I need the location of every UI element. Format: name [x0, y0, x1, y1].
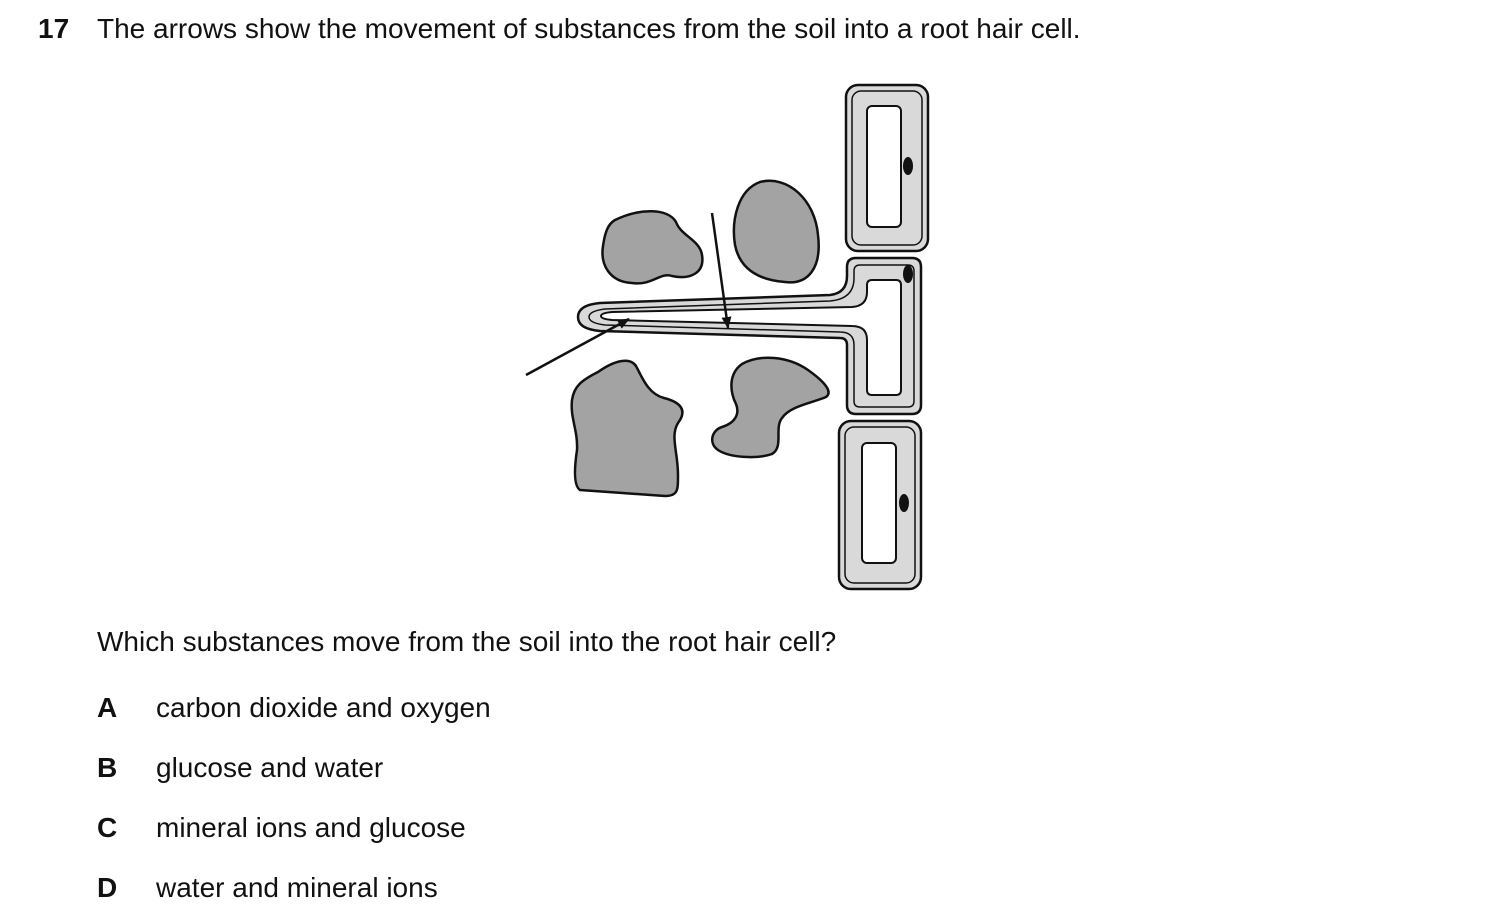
option-text: carbon dioxide and oxygen	[156, 692, 491, 723]
cell-membrane	[588, 264, 915, 408]
option-text: mineral ions and glucose	[156, 812, 466, 843]
soil-particle	[732, 179, 820, 284]
option-text: glucose and water	[156, 752, 384, 783]
nucleus	[899, 494, 909, 512]
vacuole	[861, 442, 897, 564]
root-hair-cell	[576, 256, 923, 416]
option-text: water and mineral ions	[156, 872, 438, 903]
soil-particle	[601, 210, 704, 285]
question-number: 17	[38, 13, 70, 44]
option-letter: C	[97, 812, 118, 843]
arrow	[525, 317, 630, 377]
option-letter: A	[97, 692, 118, 723]
arrow	[710, 212, 732, 329]
question-text: The arrows show the movement of substanc…	[97, 13, 1081, 44]
upper-root-cell	[844, 83, 930, 253]
soil-particle	[710, 356, 830, 459]
movement-arrows	[525, 212, 732, 377]
nucleus	[903, 157, 913, 175]
nucleus	[903, 265, 913, 283]
vacuole	[866, 105, 902, 228]
option-letter: D	[97, 872, 118, 903]
option-letter: B	[97, 752, 118, 783]
question-prompt: Which substances move from the soil into…	[97, 626, 837, 657]
root-hair-cell-wall	[576, 256, 923, 416]
soil-particles	[570, 179, 830, 498]
lower-root-cell	[837, 419, 923, 591]
vacuole	[600, 279, 902, 396]
soil-particle	[570, 359, 684, 498]
